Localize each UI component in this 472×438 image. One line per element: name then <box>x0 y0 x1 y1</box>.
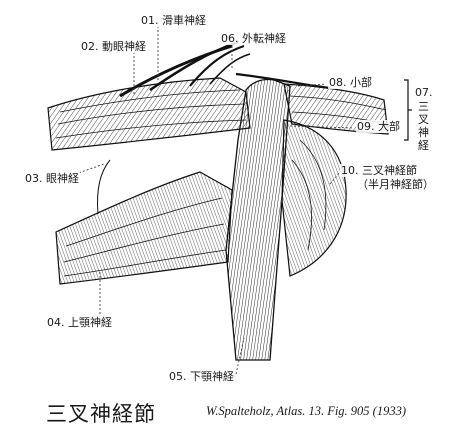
leader-lines <box>63 26 355 375</box>
leader-09 <box>289 125 355 129</box>
leader-10 <box>329 171 341 185</box>
top-cranial-nerves <box>119 40 251 98</box>
bracket-07 <box>404 79 409 141</box>
mandibular-nerve-trunk <box>225 78 291 361</box>
figure-citation: W.Spalteholz, Atlas. 13. Fig. 905 (1933) <box>206 404 406 418</box>
ophthalmic-nerve-bundle <box>47 77 251 151</box>
label-trigeminal-nerve: 三叉神経 <box>418 100 429 152</box>
label-semilunar-ganglion: （半月神経節） <box>356 178 435 191</box>
label-trochlear-nerve: 01. 滑車神経 <box>140 14 207 27</box>
maxillary-nerve-bundle <box>55 159 233 285</box>
label-mandibular-nerve: 05. 下顎神経 <box>168 370 235 383</box>
label-major-part: 09. 大部 <box>356 120 401 133</box>
label-maxillary-nerve: 04. 上顎神経 <box>46 316 113 329</box>
leader-03 <box>63 163 105 179</box>
label-trigeminal-ganglion: 10. 三叉神経節 <box>340 164 418 177</box>
label-minor-part: 08. 小部 <box>328 76 373 89</box>
label-abducens-nerve: 06. 外転神経 <box>220 32 287 45</box>
leader-08 <box>297 83 327 87</box>
figure-title: 三叉神経節 <box>46 402 156 426</box>
label-oculomotor-nerve: 02. 動眼神経 <box>80 40 147 53</box>
label-trigeminal-nerve-number: 07. <box>414 86 434 99</box>
trigeminal-ganglion-body <box>281 119 347 277</box>
label-ophthalmic-nerve: 03. 眼神経 <box>24 172 80 185</box>
